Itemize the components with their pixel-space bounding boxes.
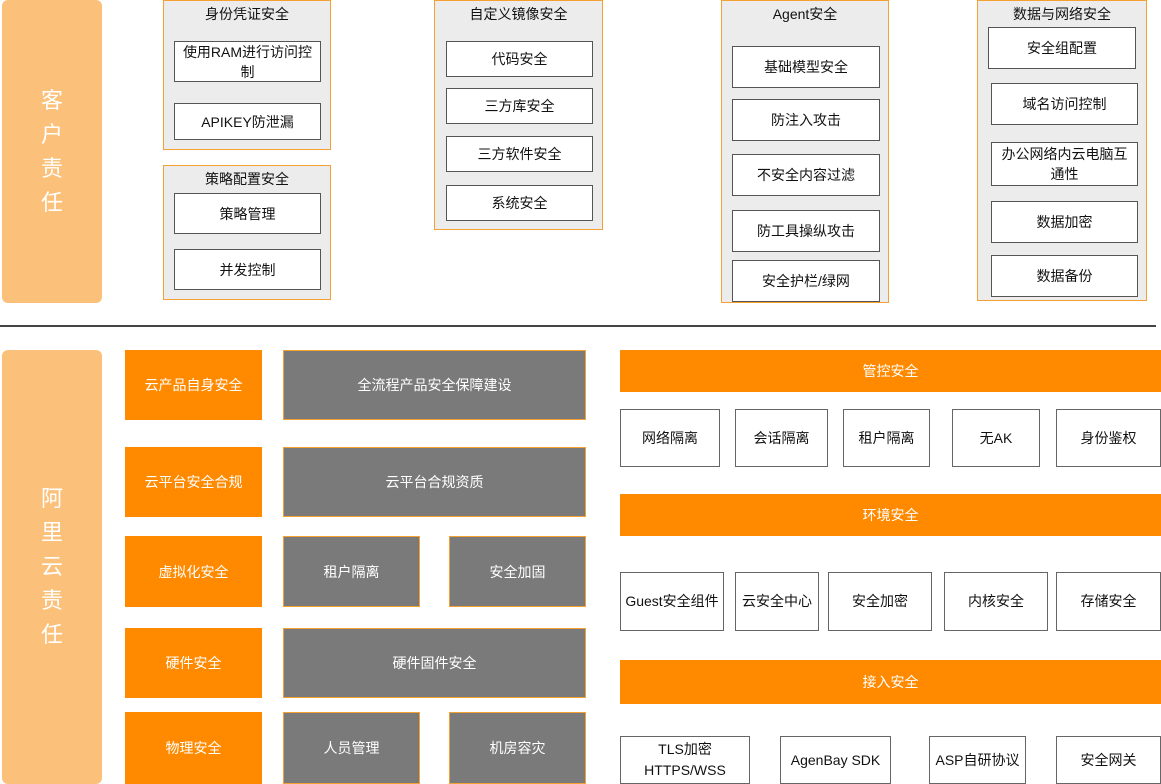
group-title: 策略配置安全 [205, 171, 289, 187]
box-foundation-model: 基础模型安全 [732, 46, 880, 88]
box-compliance-certification: 云平台合规资质 [283, 447, 586, 517]
box-kernel-security: 内核安全 [944, 572, 1048, 631]
group-title: Agent安全 [772, 6, 838, 22]
box-personnel-management: 人员管理 [283, 712, 420, 784]
row-label-hardware: 硬件安全 [125, 628, 262, 698]
box-guest-security: Guest安全组件 [620, 572, 724, 631]
group-title: 数据与网络安全 [1013, 6, 1111, 22]
box-system-security: 系统安全 [446, 185, 593, 221]
box-security-encryption: 安全加密 [828, 572, 932, 631]
box-third-party-lib: 三方库安全 [446, 88, 593, 124]
box-ram-access-control: 使用RAM进行访问控制 [174, 41, 321, 82]
customer-responsibility-label: 客户责任 [2, 0, 102, 303]
box-tool-manipulation-defense: 防工具操纵攻击 [732, 210, 880, 252]
row-label-physical: 物理安全 [125, 712, 262, 784]
box-tls-encryption: TLS加密HTTPS/WSS [620, 736, 750, 784]
group-custom-image: 自定义镜像安全 代码安全 三方库安全 三方软件安全 系统安全 [434, 0, 603, 230]
box-injection-defense: 防注入攻击 [732, 99, 880, 141]
box-firmware-security: 硬件固件安全 [283, 628, 586, 698]
group-title: 自定义镜像安全 [469, 6, 568, 22]
box-third-party-software: 三方软件安全 [446, 136, 593, 172]
box-data-encryption: 数据加密 [991, 201, 1138, 243]
box-code-security: 代码安全 [446, 41, 593, 77]
box-no-ak: 无AK [952, 409, 1040, 467]
box-concurrency-control: 并发控制 [174, 249, 321, 290]
box-asp-protocol: ASP自研协议 [929, 736, 1026, 784]
box-domain-access-control: 域名访问控制 [991, 83, 1138, 125]
box-identity-auth: 身份鉴权 [1056, 409, 1161, 467]
box-cloud-security-center: 云安全中心 [735, 572, 819, 631]
header-environment-security: 环境安全 [620, 494, 1161, 536]
group-identity-credential: 身份凭证安全 使用RAM进行访问控制 APIKEY防泄漏 [163, 0, 331, 150]
box-storage-security: 存储安全 [1056, 572, 1161, 631]
header-control-security: 管控安全 [620, 350, 1161, 392]
header-access-security: 接入安全 [620, 660, 1161, 704]
box-tenant-isolation: 租户隔离 [283, 536, 420, 607]
box-unsafe-content-filter: 不安全内容过滤 [732, 154, 880, 196]
responsibility-divider [0, 325, 1156, 327]
box-office-network-interop: 办公网络内云电脑互通性 [991, 142, 1138, 186]
box-network-isolation: 网络隔离 [620, 409, 720, 467]
row-label-cloud-product: 云产品自身安全 [125, 350, 262, 420]
group-data-network: 数据与网络安全 安全组配置 域名访问控制 办公网络内云电脑互通性 数据加密 数据… [977, 0, 1147, 301]
box-guardrail: 安全护栏/绿网 [732, 260, 880, 302]
box-policy-management: 策略管理 [174, 193, 321, 234]
box-tenant-isolation-ctl: 租户隔离 [843, 409, 930, 467]
row-label-platform-compliance: 云平台安全合规 [125, 447, 262, 517]
group-agent-security: Agent安全 基础模型安全 防注入攻击 不安全内容过滤 防工具操纵攻击 安全护… [721, 0, 889, 303]
box-security-gateway: 安全网关 [1056, 736, 1161, 784]
box-product-security-process: 全流程产品安全保障建设 [283, 350, 586, 420]
box-security-group: 安全组配置 [988, 27, 1136, 69]
box-datacenter-dr: 机房容灾 [449, 712, 586, 784]
row-label-virtualization: 虚拟化安全 [125, 536, 262, 607]
box-session-isolation: 会话隔离 [735, 409, 828, 467]
box-apikey-leak-prevention: APIKEY防泄漏 [174, 103, 321, 140]
group-title: 身份凭证安全 [205, 6, 289, 22]
box-agenbay-sdk: AgenBay SDK [780, 736, 891, 784]
box-hardening: 安全加固 [449, 536, 586, 607]
aliyun-responsibility-label: 阿里云责任 [2, 350, 102, 784]
group-policy-config: 策略配置安全 策略管理 并发控制 [163, 165, 331, 300]
box-data-backup: 数据备份 [991, 255, 1138, 297]
